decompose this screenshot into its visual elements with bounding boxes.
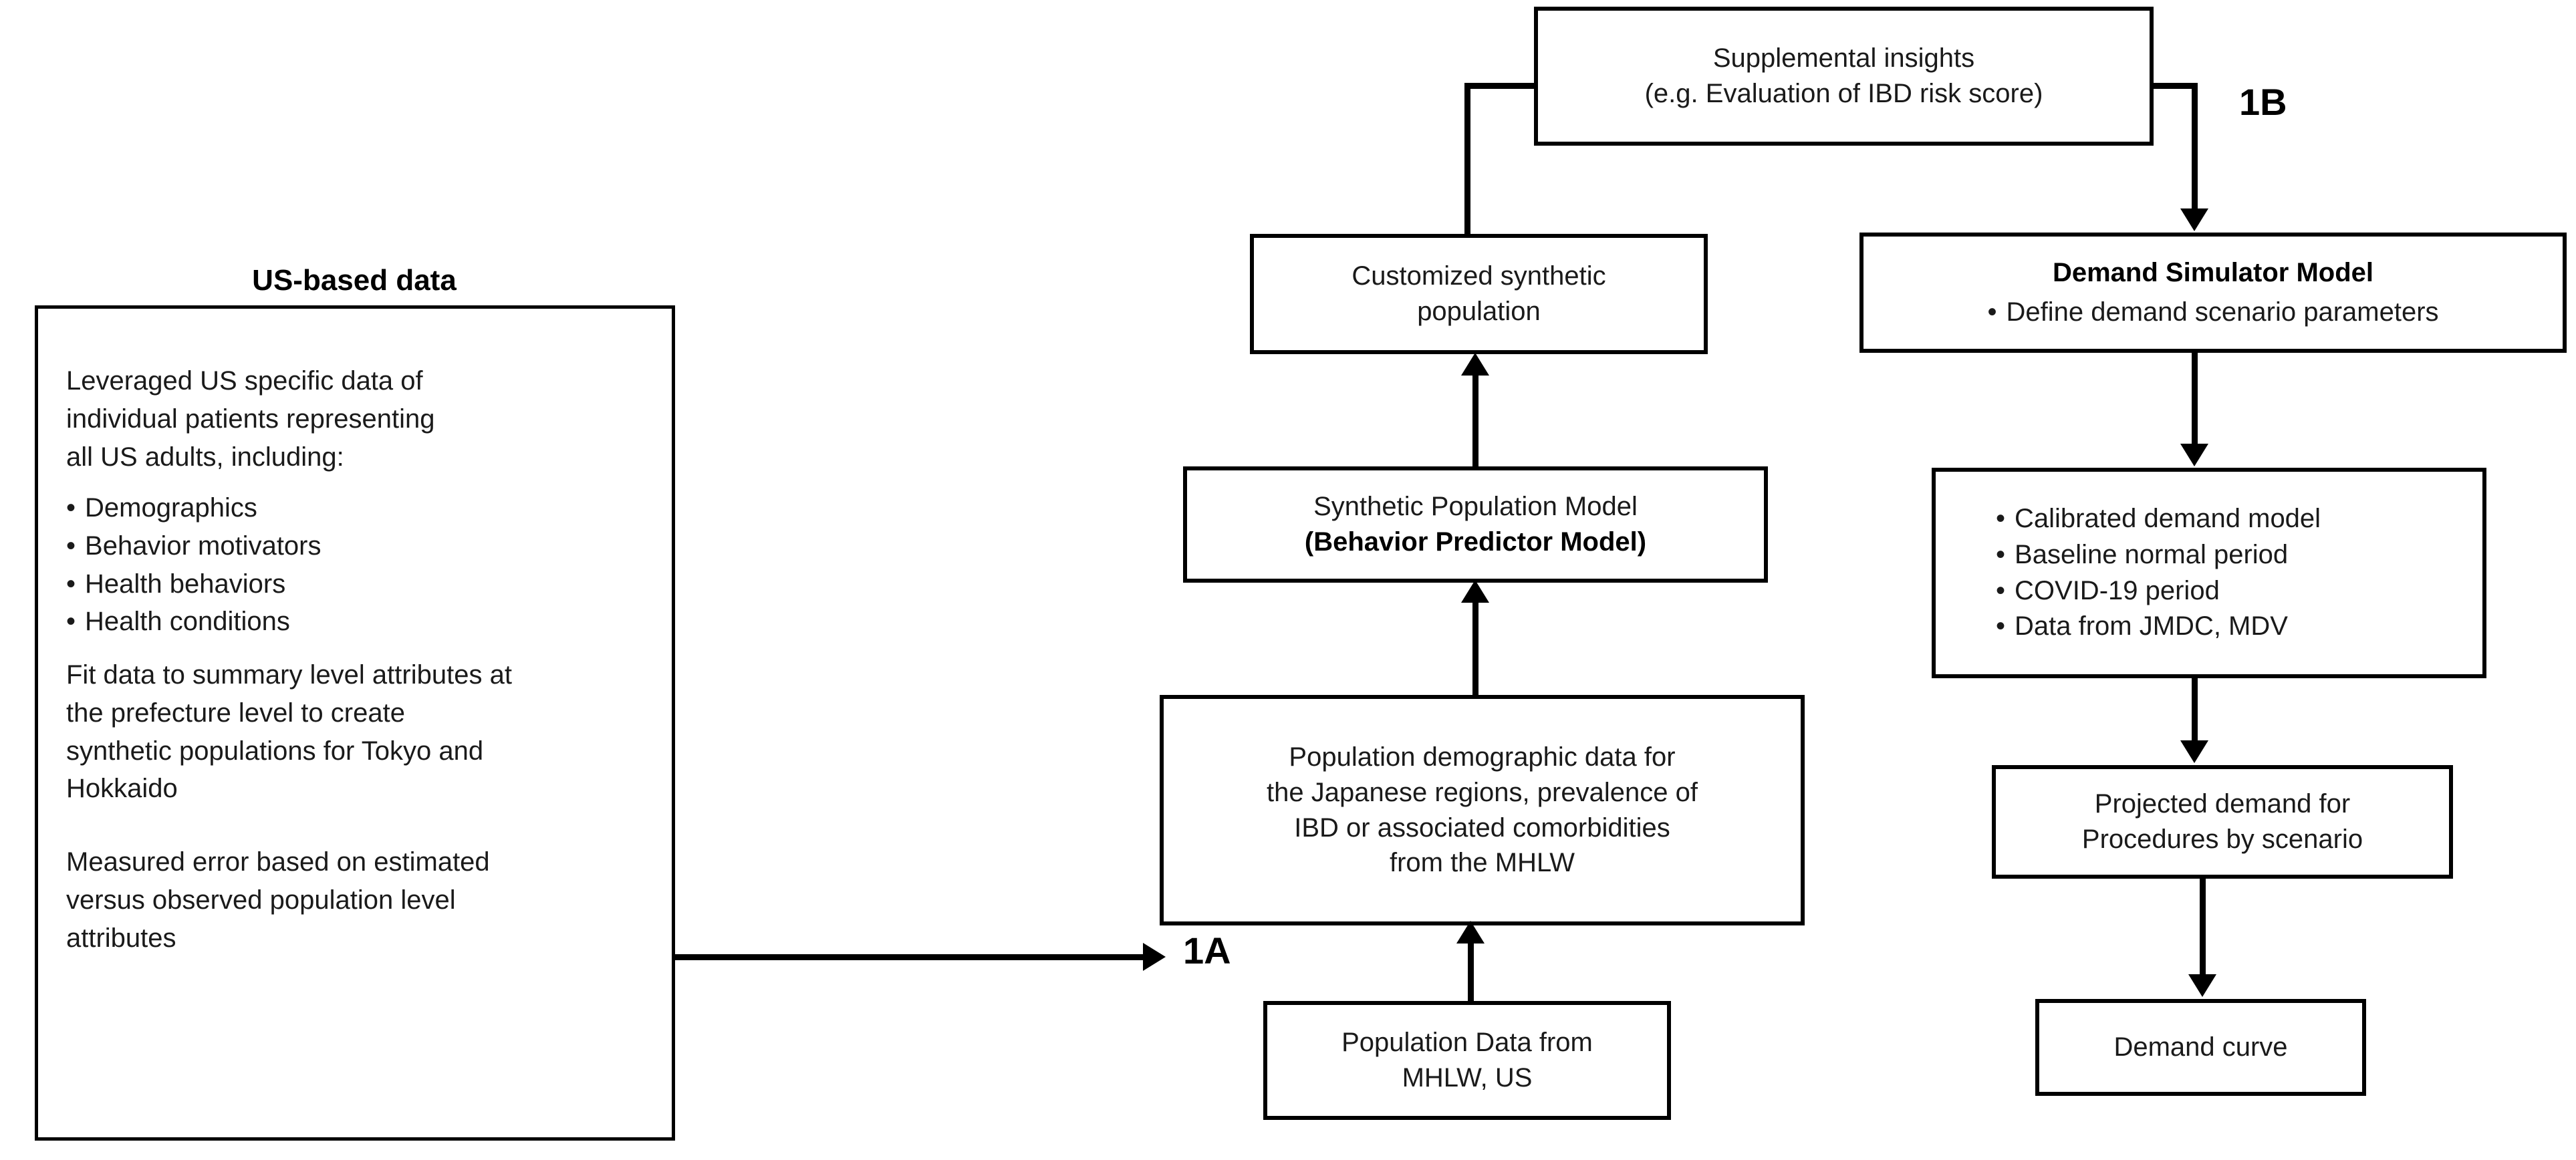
- japanese-population-data-box: Population demographic data for the Japa…: [1160, 695, 1805, 925]
- population-data-mhlw-us-box: Population Data from MHLW, US: [1263, 1001, 1671, 1120]
- connector-japandata-to-model: [1472, 601, 1478, 698]
- connector-calibrated-to-projected: [2192, 677, 2198, 742]
- calibrated-bullet-list: Calibrated demand model Baseline normal …: [1996, 501, 2321, 644]
- projected-demand-box: Projected demand for Procedures by scena…: [1992, 765, 2453, 879]
- connector-vertical-to-supplemental: [1464, 86, 1470, 238]
- arrowhead-simulator-to-calibrated: [2180, 444, 2208, 466]
- connector-simulator-to-calibrated: [2192, 352, 2198, 446]
- demand-simulator-title: Demand Simulator Model: [2052, 257, 2374, 287]
- customized-population-line-1: Customized synthetic: [1351, 261, 1606, 291]
- projected-demand-line-2: Procedures by scenario: [2081, 825, 2363, 854]
- supplemental-insights-line-2: (e.g. Evaluation of IBD risk score): [1644, 79, 2043, 108]
- supplemental-insights-box: Supplemental insights (e.g. Evaluation o…: [1534, 7, 2154, 146]
- arrowhead-model-to-population: [1461, 353, 1489, 376]
- step-label-1b: 1B: [2239, 81, 2287, 123]
- list-item: COVID-19 period: [1996, 573, 2321, 609]
- japanese-data-line-1: Population demographic data for: [1289, 742, 1676, 772]
- list-item: Define demand scenario parameters: [1987, 295, 2439, 331]
- list-item: Demographics: [66, 489, 321, 527]
- customized-synthetic-population-box: Customized synthetic population: [1250, 234, 1708, 354]
- arrowhead-calibrated-to-projected: [2180, 740, 2208, 763]
- synthetic-model-line-1: Synthetic Population Model: [1313, 492, 1638, 522]
- demand-simulator-bullet-list: Define demand scenario parameters: [1987, 295, 2439, 331]
- connector-horizontal-from-supplemental: [2150, 83, 2198, 89]
- arrowhead-japandata-to-model: [1461, 580, 1489, 603]
- population-data-line-2: MHLW, US: [1402, 1063, 1533, 1093]
- list-item: Data from JMDC, MDV: [1996, 609, 2321, 645]
- connector-model-to-population: [1472, 374, 1478, 468]
- list-item: Behavior motivators: [66, 527, 321, 565]
- us-based-data-panel: Leveraged US specific data of individual…: [35, 305, 675, 1141]
- list-item: Health behaviors: [66, 565, 321, 603]
- list-item: Health conditions: [66, 603, 321, 641]
- arrowhead-to-demand-simulator: [2180, 208, 2208, 231]
- us-data-bullet-list: Demographics Behavior motivators Health …: [66, 489, 321, 641]
- arrowhead-popdata-to-japandata: [1456, 921, 1485, 944]
- step-label-1a: 1A: [1183, 929, 1231, 972]
- connector-popdata-to-japandata: [1468, 942, 1474, 1006]
- calibrated-demand-model-box: Calibrated demand model Baseline normal …: [1932, 468, 2486, 678]
- connector-us-to-step1a: [675, 954, 1143, 960]
- demand-curve-line-1: Demand curve: [2113, 1032, 2288, 1062]
- us-data-paragraph-1: Leveraged US specific data of individual…: [66, 366, 435, 472]
- us-data-paragraph-2: Fit data to summary level attributes at …: [66, 660, 512, 804]
- connector-projected-to-curve: [2200, 877, 2206, 976]
- japanese-data-line-3: IBD or associated comorbidities: [1294, 813, 1670, 843]
- connector-horizontal-to-supplemental: [1464, 83, 1538, 89]
- projected-demand-line-1: Projected demand for: [2094, 789, 2351, 819]
- synthetic-population-model-box: Synthetic Population Model (Behavior Pre…: [1183, 466, 1768, 583]
- list-item: Baseline normal period: [1996, 537, 2321, 573]
- customized-population-line-2: population: [1417, 297, 1541, 326]
- list-item: Calibrated demand model: [1996, 501, 2321, 537]
- japanese-data-line-2: the Japanese regions, prevalence of: [1267, 777, 1698, 807]
- population-data-line-1: Population Data from: [1341, 1028, 1593, 1058]
- supplemental-insights-line-1: Supplemental insights: [1712, 43, 1975, 74]
- demand-curve-box: Demand curve: [2035, 999, 2366, 1096]
- us-data-paragraph-3: Measured error based on estimated versus…: [66, 847, 490, 953]
- arrowhead-projected-to-curve: [2188, 974, 2216, 997]
- us-based-data-title: US-based data: [252, 264, 457, 297]
- connector-vertical-to-demand-simulator: [2192, 83, 2198, 211]
- japanese-data-line-4: from the MHLW: [1389, 848, 1575, 878]
- demand-simulator-model-box: Demand Simulator Model Define demand sce…: [1859, 233, 2567, 353]
- arrowhead-us-to-step1a: [1143, 943, 1166, 971]
- behavior-predictor-model-line: (Behavior Predictor Model): [1304, 527, 1647, 557]
